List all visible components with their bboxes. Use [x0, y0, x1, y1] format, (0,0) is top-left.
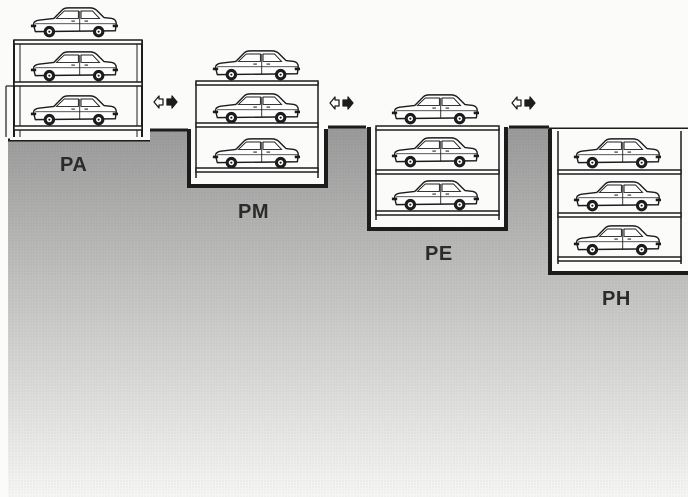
car-icon	[30, 51, 119, 83]
unit-label-pe: PE	[425, 243, 453, 265]
car-icon	[391, 94, 480, 126]
access-arrow-icon	[329, 96, 354, 110]
unit-ph: PH	[548, 129, 688, 310]
access-arrow-icon	[153, 95, 178, 109]
car-icon	[212, 50, 301, 82]
unit-pa: PA	[5, 7, 150, 176]
car-icon	[30, 7, 119, 39]
unit-pm: PM	[187, 50, 328, 223]
unit-label-pa: PA	[60, 154, 87, 176]
car-icon	[30, 95, 119, 127]
unit-pe: PE	[367, 94, 508, 265]
unit-label-pm: PM	[238, 201, 269, 223]
access-arrow-icon	[511, 96, 536, 110]
unit-label-ph: PH	[602, 288, 631, 310]
